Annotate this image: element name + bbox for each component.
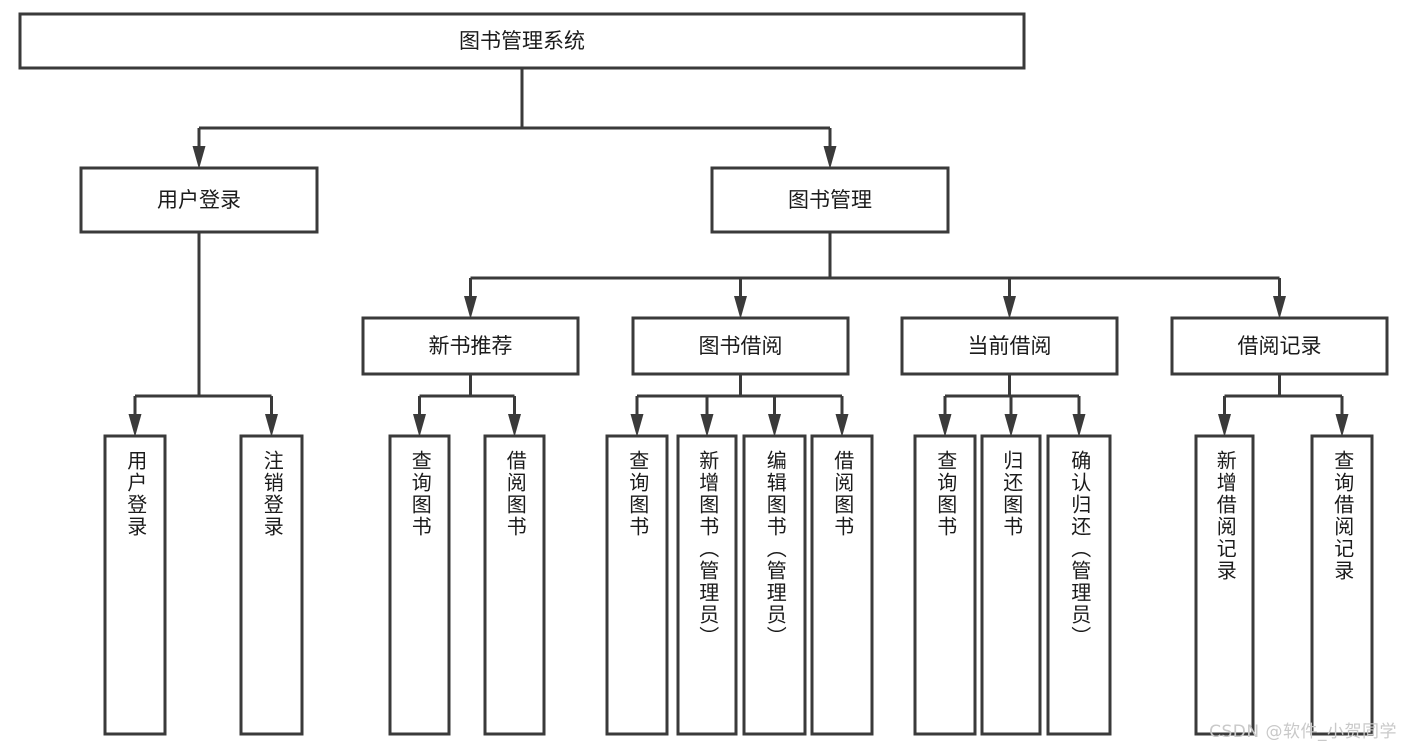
node-box-leaf-query-book-3 (913, 434, 977, 736)
arrow-head-leaf-return-book (1004, 414, 1018, 437)
node-box-borrow-record (1170, 316, 1389, 376)
node-box-leaf-user-login (103, 434, 167, 736)
node-box-leaf-query-book-2 (605, 434, 669, 736)
node-box-user-login (79, 166, 319, 234)
arrow-head-leaf-confirm-return (1072, 414, 1086, 437)
node-box-leaf-borrow-book-1 (483, 434, 546, 736)
node-box-layer (18, 12, 1389, 736)
node-box-leaf-return-book (980, 434, 1042, 736)
arrow-head-leaf-borrow-book-2 (835, 414, 849, 437)
node-box-leaf-query-record (1310, 434, 1374, 736)
arrow-head-new-book-recommend (464, 296, 477, 319)
arrow-head-borrow-record (1273, 296, 1286, 319)
arrow-head-leaf-query-book-3 (938, 414, 952, 437)
node-label-root: 图书管理系统 (459, 29, 585, 53)
node-box-root (18, 12, 1026, 70)
node-box-new-book-recommend (361, 316, 580, 376)
arrow-head-book-borrow (734, 296, 747, 319)
node-label-borrow-record: 借阅记录 (1238, 334, 1322, 358)
arrow-head-leaf-add-book (700, 414, 714, 437)
node-label-book-manage: 图书管理 (788, 188, 872, 212)
arrow-head-current-borrow (1003, 296, 1016, 319)
arrow-head-leaf-user-logout (265, 414, 278, 437)
node-box-leaf-user-logout (239, 434, 304, 736)
node-box-leaf-add-book (676, 434, 738, 736)
connector-layer (128, 68, 1349, 437)
node-box-leaf-edit-book (742, 434, 807, 736)
arrow-head-leaf-query-book-1 (413, 414, 426, 437)
node-label-new-book-recommend: 新书推荐 (429, 334, 513, 358)
node-box-current-borrow (900, 316, 1119, 376)
arrow-head-leaf-edit-book (768, 414, 781, 437)
node-box-book-manage (710, 166, 950, 234)
arrow-head-user-login (192, 146, 206, 169)
arrow-head-leaf-user-login (128, 414, 142, 437)
arrow-head-book-manage (823, 146, 837, 169)
node-box-leaf-add-record (1194, 434, 1255, 736)
node-box-book-borrow (631, 316, 850, 376)
node-box-leaf-confirm-return (1046, 434, 1112, 736)
node-label-user-login: 用户登录 (157, 188, 241, 212)
arrow-head-leaf-query-book-2 (630, 414, 644, 437)
arrow-head-leaf-add-record (1218, 414, 1231, 437)
arrow-head-leaf-borrow-book-1 (508, 414, 521, 437)
node-box-leaf-borrow-book-2 (810, 434, 874, 736)
node-label-current-borrow: 当前借阅 (968, 334, 1052, 358)
node-label-book-borrow: 图书借阅 (699, 334, 783, 358)
arrow-head-leaf-query-record (1335, 414, 1349, 437)
node-box-leaf-query-book-1 (388, 434, 451, 736)
